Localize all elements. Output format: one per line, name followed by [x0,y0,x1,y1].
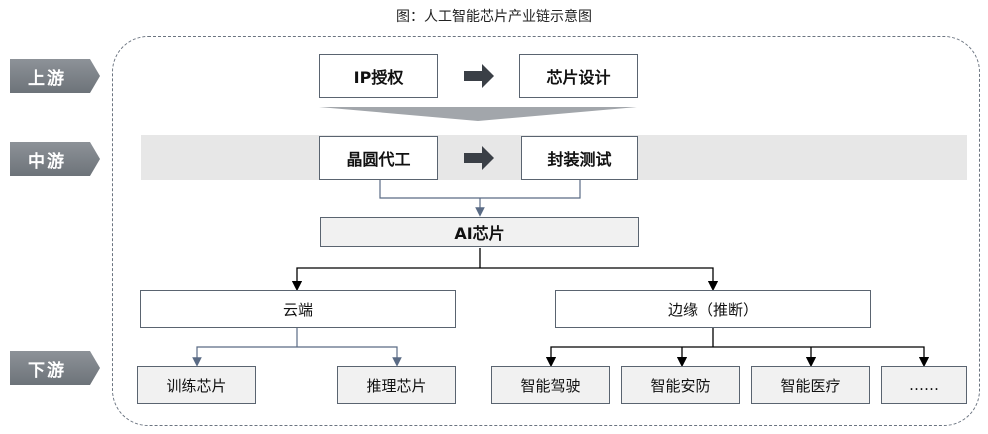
edge-inference-box: 边缘（推断） [555,290,871,328]
diagram-title: 图：人工智能芯片产业链示意图 [396,9,592,25]
smart-security-box: 智能安防 [621,366,740,404]
wafer-foundry-box: 晶圆代工 [319,136,438,180]
inference-chip-box: 推理芯片 [337,366,456,404]
packaging-testing-box: 封装测试 [521,136,638,180]
dashed-frame [112,36,980,426]
stage-tag-upstream: 上游 [10,59,100,93]
cloud-box: 云端 [140,290,456,328]
ai-chip-box: AI芯片 [320,217,639,247]
smart-healthcare-box: 智能医疗 [751,366,870,404]
arrow-ip-to-design [464,64,494,88]
edge-split-line [550,328,925,360]
stage-tag-downstream: 下游 [10,351,100,385]
smart-driving-box: 智能驾驶 [491,366,610,404]
more-items-box: …… [881,366,967,404]
training-chip-box: 训练芯片 [137,366,256,404]
stage-tag-midstream: 中游 [10,142,100,176]
ip-licensing-box: IP授权 [319,54,438,98]
cloud-split-line [196,328,398,360]
chip-design-box: 芯片设计 [519,54,638,98]
midstream-merge-line [379,180,581,212]
ai-chip-split-line [296,248,714,284]
arrow-foundry-to-packaging [464,146,494,170]
upstream-funnel [319,107,637,121]
